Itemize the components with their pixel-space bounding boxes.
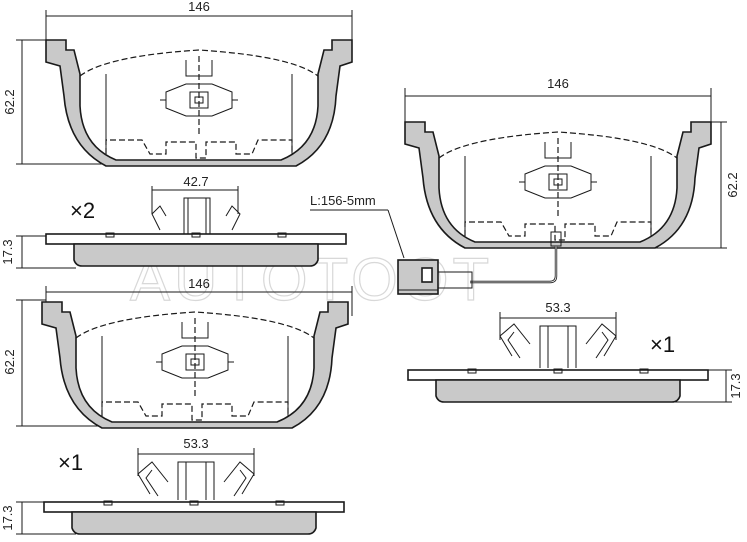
right-height-label: 62.2	[725, 172, 740, 197]
right-face-view: 146 62.2 L:156-5mm	[310, 76, 740, 295]
sensor-length-label: L:156-5mm	[310, 193, 376, 208]
bottom-left-side-view: ×1 53.3 17.3	[0, 436, 345, 535]
right-width-label: 146	[547, 76, 569, 91]
top-left-width-label: 146	[188, 0, 210, 14]
top-left-height-label: 62.2	[2, 89, 17, 114]
bottom-left-clip-label: 53.3	[183, 436, 208, 451]
top-left-thickness-label: 17.3	[0, 239, 15, 264]
bottom-left-width-label: 146	[188, 276, 210, 291]
right-quantity: ×1	[650, 332, 675, 357]
top-left-face-view: 146 62.2	[2, 0, 353, 167]
top-left-quantity: ×2	[70, 198, 95, 223]
right-clip-label: 53.3	[545, 300, 570, 315]
bottom-left-height-label: 62.2	[2, 349, 17, 374]
bottom-left-face-view: 146 62.2	[2, 276, 353, 429]
top-left-side-view: ×2 42.7 17.3	[0, 174, 347, 269]
bottom-left-quantity: ×1	[58, 450, 83, 475]
right-thickness-label: 17.3	[728, 373, 743, 398]
right-side-view: 53.3 ×1 17.3	[407, 300, 743, 403]
bottom-left-thickness-label: 17.3	[0, 505, 15, 530]
top-left-clip-label: 42.7	[183, 174, 208, 189]
